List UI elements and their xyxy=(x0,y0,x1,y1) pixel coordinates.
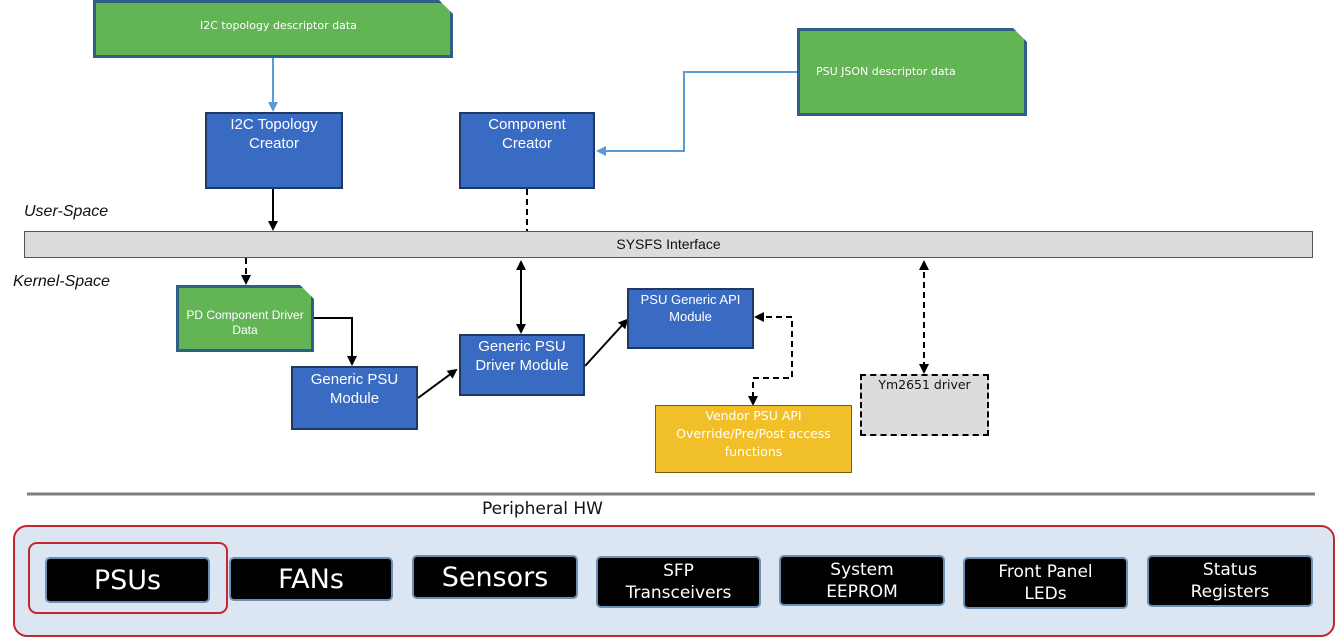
psus-highlight xyxy=(28,542,228,614)
sysfs-label: SYSFS Interface xyxy=(616,236,721,252)
arrow-component-pd xyxy=(241,189,528,285)
pd-component-label: PD Component Driver Data xyxy=(186,308,304,337)
arrow-driver-api xyxy=(584,318,629,367)
ym2651-driver: Ym2651 driver xyxy=(860,374,989,436)
i2c-topology-creator: I2C Topology Creator xyxy=(205,112,343,189)
hw-fans-label: FANs xyxy=(278,563,344,595)
hw-status-label: Status Registers xyxy=(1190,560,1270,602)
psu-json-label: PSU JSON descriptor data xyxy=(816,65,956,78)
hw-psus: PSUs xyxy=(45,557,210,603)
sysfs-interface-bar: SYSFS Interface xyxy=(24,231,1313,258)
kernel-space-label: Kernel-Space xyxy=(13,273,110,290)
hw-sfp-label: SFP Transceivers xyxy=(625,561,732,603)
user-space-label: User-Space xyxy=(24,203,109,220)
hw-system-eeprom: System EEPROM xyxy=(779,555,945,606)
generic-psu-module-label: Generic PSU Module xyxy=(310,371,399,407)
i2c-descriptor-label: I2C topology descriptor data xyxy=(200,19,357,32)
generic-psu-module: Generic PSU Module xyxy=(291,366,418,430)
hw-status-registers: Status Registers xyxy=(1147,555,1313,607)
component-creator-label: Component Creator xyxy=(488,116,566,152)
arrow-psu-json xyxy=(596,71,797,156)
peripheral-hw-title: Peripheral HW xyxy=(482,499,603,519)
vendor-psu-api-label: Vendor PSU API Override/Pre/Post access … xyxy=(676,408,831,459)
psu-generic-api-module: PSU Generic API Module xyxy=(627,288,754,349)
hw-fans: FANs xyxy=(229,557,393,601)
psu-json-doc: PSU JSON descriptor data xyxy=(797,28,1027,116)
hw-sensors-label: Sensors xyxy=(441,561,549,593)
hw-sfp-transceivers: SFP Transceivers xyxy=(596,556,761,608)
component-creator: Component Creator xyxy=(459,112,595,189)
generic-psu-driver-label: Generic PSU Driver Module xyxy=(475,338,569,374)
hw-front-panel-leds: Front Panel LEDs xyxy=(963,557,1128,609)
hw-psus-label: PSUs xyxy=(93,564,162,596)
i2c-creator-label: I2C Topology Creator xyxy=(230,116,318,152)
arrow-api-vendor xyxy=(748,312,793,406)
generic-psu-driver-module: Generic PSU Driver Module xyxy=(459,334,585,396)
ym2651-label: Ym2651 driver xyxy=(878,377,971,392)
hw-sensors: Sensors xyxy=(412,555,578,599)
hw-eeprom-label: System EEPROM xyxy=(826,559,898,602)
arrow-pd-generic xyxy=(312,317,357,366)
i2c-descriptor-doc: I2C topology descriptor data xyxy=(93,0,453,58)
vendor-psu-api: Vendor PSU API Override/Pre/Post access … xyxy=(655,405,852,473)
arrow-module-driver xyxy=(417,368,458,399)
pd-component-doc: PD Component Driver Data xyxy=(176,285,314,352)
psu-generic-api-label: PSU Generic API Module xyxy=(640,292,741,324)
hw-leds-label: Front Panel LEDs xyxy=(998,562,1093,604)
